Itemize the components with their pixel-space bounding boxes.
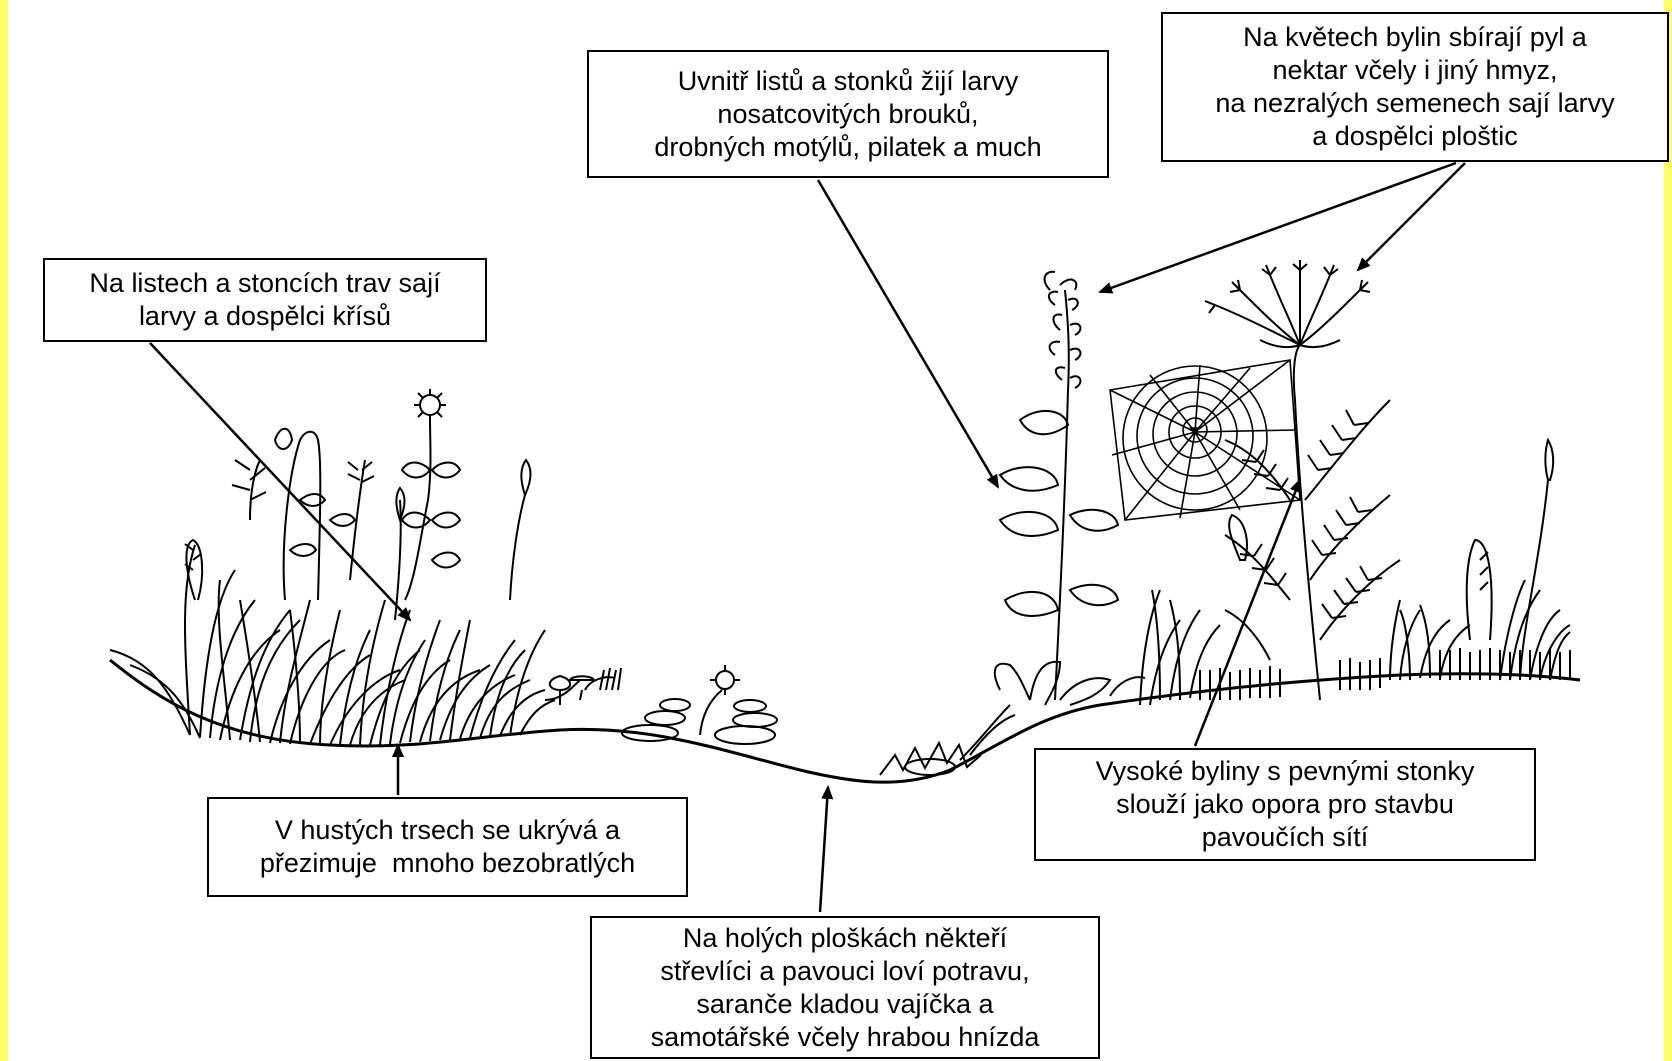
callout-line: saranče kladou vajíčka a (651, 988, 1040, 1021)
callout-line: nektar včely i jiný hmyz, (1215, 54, 1614, 87)
callout-line: Uvnitř listů a stonků žijí larvy (654, 65, 1041, 98)
callout-tall-herbs: Vysoké byliny s pevnými stonky slouží ja… (1034, 748, 1536, 861)
callout-line: nosatcovitých brouků, (654, 98, 1041, 131)
callout-bare-patches: Na holých ploškách někteří střevlíci a p… (590, 916, 1100, 1059)
arrow-flowers-left (1100, 163, 1456, 292)
callout-line: Na listech a stoncích trav sají (89, 267, 440, 300)
callout-line: Na květech bylin sbírají pyl a (1215, 21, 1614, 54)
middle-small-plants (545, 665, 1015, 775)
callout-line: a dospělci ploštic (1215, 120, 1614, 153)
callout-line: V hustých trsech se ukrývá a (260, 814, 635, 847)
callout-line: slouží jako opora pro stavbu (1096, 788, 1475, 821)
callout-line: Vysoké byliny s pevnými stonky (1096, 755, 1475, 788)
callout-flowers-pollen: Na květech bylin sbírají pyl a nektar vč… (1161, 12, 1669, 162)
callout-stems-larvae: Uvnitř listů a stonků žijí larvy nosatco… (587, 50, 1109, 178)
callout-line: Na holých ploškách někteří (651, 922, 1040, 955)
arrow-tall-herbs (1195, 480, 1300, 746)
callout-line: larvy a dospělci křísů (89, 300, 440, 333)
right-tall-herbs (995, 260, 1400, 705)
arrow-stems-larvae (818, 180, 998, 487)
callout-tussocks: V hustých trsech se ukrývá a přezimuje m… (207, 797, 688, 897)
callout-line: na nezralých semenech sají larvy (1215, 87, 1614, 120)
callout-line: samotářské včely hrabou hnízda (651, 1021, 1040, 1054)
callout-grass-leaves: Na listech a stoncích trav sají larvy a … (43, 258, 487, 342)
callout-line: střevlíci a pavouci loví potravu, (651, 955, 1040, 988)
callout-line: drobných motýlů, pilatek a much (654, 131, 1041, 164)
left-herbs (185, 389, 530, 620)
callout-line: pavoučích sítí (1096, 821, 1475, 854)
spider-web (1110, 360, 1300, 520)
grass-tussock-right (1140, 440, 1570, 705)
callout-line: přezimuje mnoho bezobratlých (260, 847, 635, 880)
arrow-bare-patches (820, 787, 828, 912)
grass-tussock-left (110, 545, 555, 745)
